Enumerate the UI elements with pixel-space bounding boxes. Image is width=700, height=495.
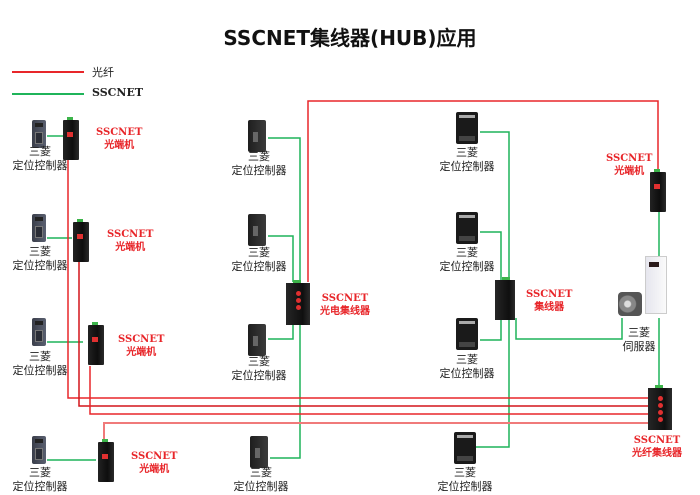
fiber-link <box>89 366 648 415</box>
controller-label: 三菱定位控制器 <box>231 355 287 382</box>
controller-label: 三菱定位控制器 <box>439 246 495 273</box>
controller-label: 三菱定位控制器 <box>439 146 495 173</box>
controller-label: 三菱定位控制器 <box>233 466 289 493</box>
controller-icon <box>32 318 46 346</box>
sscnet-link <box>480 131 510 280</box>
controller-label: 三菱定位控制器 <box>437 466 493 493</box>
optical-converter-icon <box>82 322 110 365</box>
optical-converter-icon <box>92 439 120 482</box>
controller-label: 三菱定位控制器 <box>12 350 68 377</box>
controller-icon <box>32 436 46 464</box>
fiber-link <box>307 100 659 282</box>
optical-converter-icon <box>644 169 672 212</box>
diagram-title: SSCNET集线器(HUB)应用 <box>223 26 477 50</box>
fiber-hub-icon <box>642 385 678 430</box>
controller-icon <box>456 318 478 350</box>
controller-icon <box>248 120 266 152</box>
fiber-link <box>67 160 648 399</box>
servo-motor-icon <box>618 292 642 316</box>
optical-converter-icon <box>57 117 85 160</box>
sscnet-link <box>268 235 294 282</box>
controller-icon <box>456 212 478 244</box>
legend-fiber-label: 光纤 <box>92 66 114 79</box>
legend-sscnet-line <box>12 93 84 95</box>
servo-drive-icon <box>645 256 667 314</box>
sscnet-link <box>270 325 301 459</box>
legend-sscnet-label: SSCNET <box>92 86 144 99</box>
controller-icon <box>454 432 476 464</box>
photoelectric-hub-icon <box>280 280 316 325</box>
controller-label: 三菱定位控制器 <box>12 466 68 493</box>
controller-label: 三菱定位控制器 <box>12 145 68 172</box>
fiber-link <box>103 422 648 440</box>
controller-label: 三菱定位控制器 <box>231 246 287 273</box>
controller-icon <box>32 120 46 148</box>
optical-converter-icon <box>67 219 95 262</box>
controller-label: 三菱定位控制器 <box>231 150 287 177</box>
controller-icon <box>250 436 268 468</box>
controller-icon <box>456 112 478 144</box>
sscnet-link <box>515 318 623 340</box>
sscnet-link <box>480 318 502 341</box>
legend-fiber-line <box>12 71 84 73</box>
controller-label: 三菱定位控制器 <box>439 353 495 380</box>
sscnet-link <box>268 325 294 340</box>
controller-label: 三菱定位控制器 <box>12 245 68 272</box>
sscnet-link <box>475 318 510 448</box>
sscnet-link <box>480 231 502 280</box>
controller-icon <box>248 324 266 356</box>
hub-icon <box>489 277 525 320</box>
controller-icon <box>248 214 266 246</box>
sscnet-link <box>268 137 301 282</box>
controller-icon <box>32 214 46 242</box>
fiber-link <box>78 262 648 407</box>
servo-label: 三菱伺服器 <box>622 326 656 353</box>
